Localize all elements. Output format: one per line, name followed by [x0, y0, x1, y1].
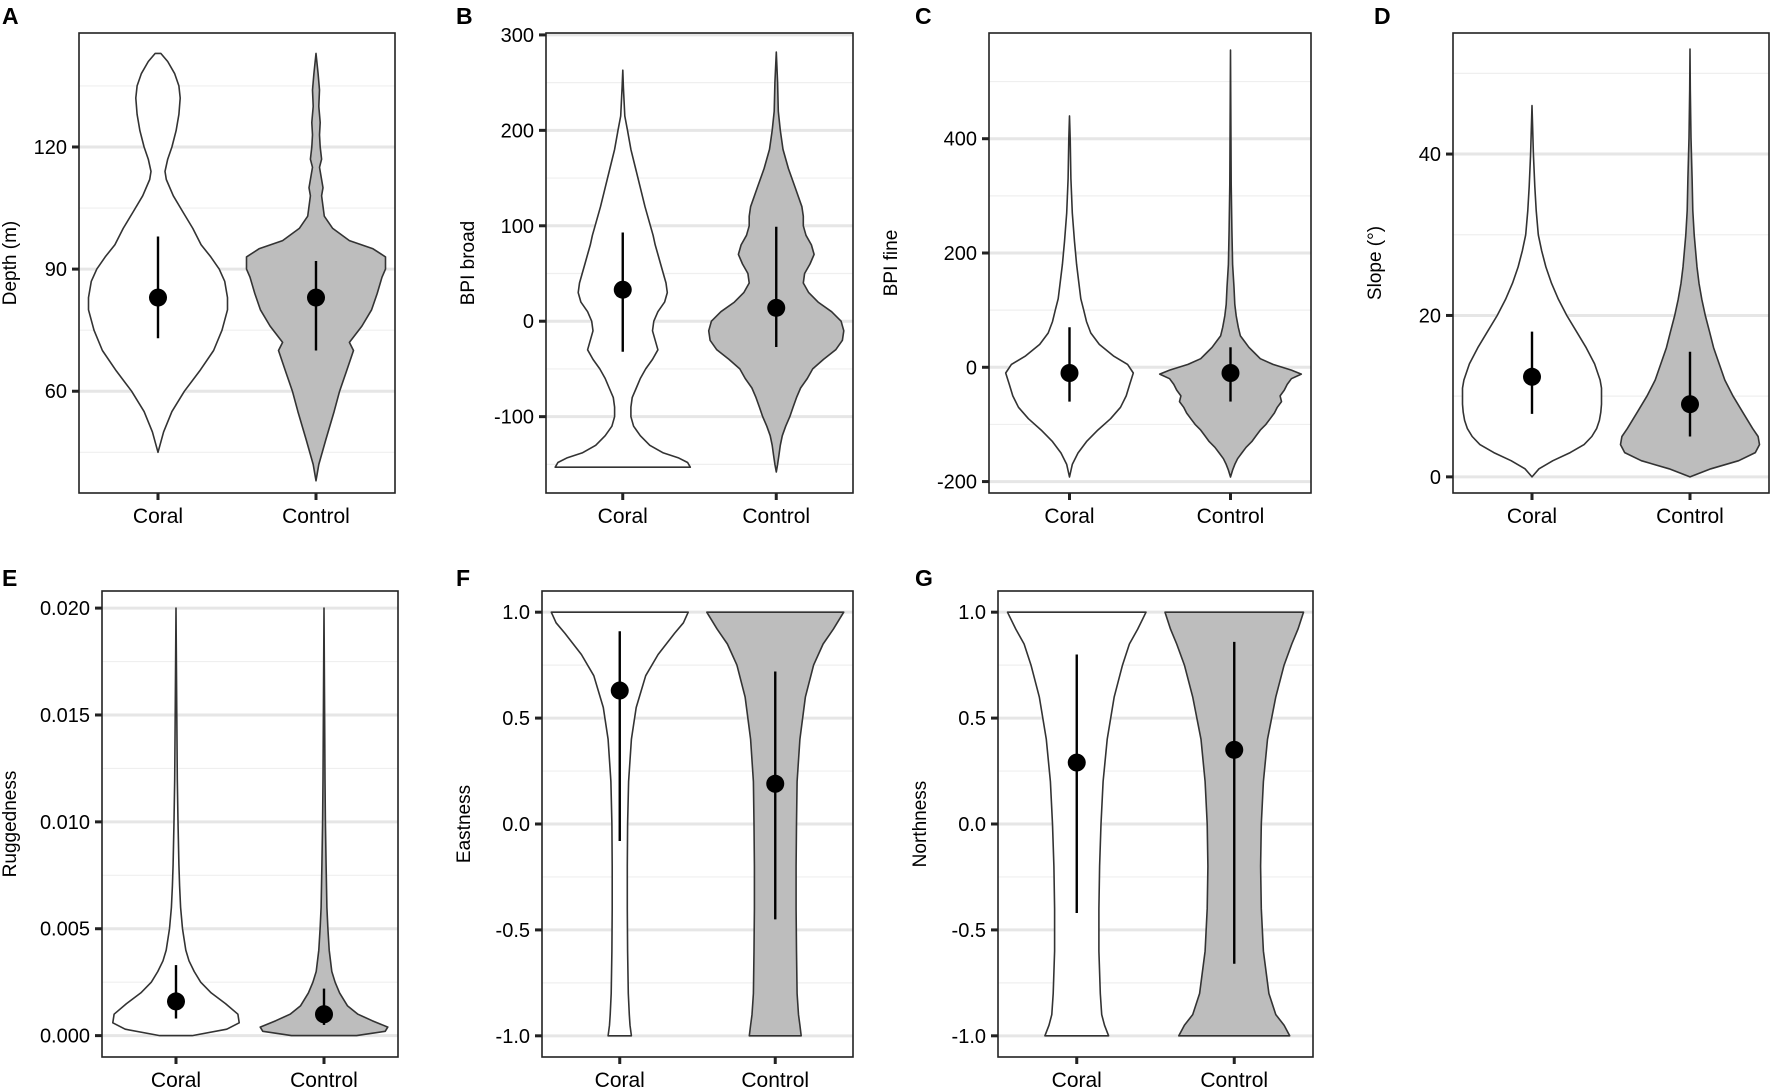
panel-c-mean-point-coral	[1060, 364, 1079, 382]
panel-c-y-tick-label: -200	[937, 472, 977, 494]
panel-e-y-axis-title: Ruggedness	[0, 771, 21, 878]
panel-c-violin-coral	[1004, 115, 1135, 478]
panel-f-y-tick-label: -0.5	[496, 920, 530, 942]
panel-c-y-tick-label: 200	[944, 243, 977, 265]
panel-a-letter: A	[2, 3, 19, 29]
panel-d-y-tick-label: 20	[1419, 305, 1441, 327]
panel-b-letter: B	[456, 3, 473, 29]
panel-a-frame	[78, 32, 396, 494]
panel-g-y-tick-label: 0.0	[958, 814, 986, 836]
panel-f-letter: F	[456, 565, 470, 591]
panel-b-y-tick-label: 200	[501, 120, 534, 142]
panel-g-y-tick-label: 1.0	[958, 602, 986, 624]
panel-g-y-tick-label: -0.5	[952, 920, 986, 942]
panel-a-y-axis-title: Depth (m)	[0, 221, 21, 305]
panel-b-frame	[545, 32, 854, 494]
panel-b-y-tick-label: 300	[501, 25, 534, 47]
panel-d-y-tick-label: 0	[1430, 467, 1441, 489]
panel-g-y-tick-label: 0.5	[958, 708, 986, 730]
panel-b-y-axis-title: BPI broad	[458, 221, 479, 306]
panel-b-x-category-label: Control	[742, 505, 810, 528]
panel-g-x-category-label: Coral	[1052, 1069, 1102, 1091]
panel-e-y-tick-label: 0.015	[40, 705, 90, 727]
panel-f-y-tick-label: 0.0	[502, 814, 530, 836]
panel-b-mean-point-control	[767, 298, 786, 317]
panel-a-x-category-label: Control	[282, 505, 350, 528]
panel-a-mean-point-coral	[149, 288, 167, 307]
panel-g-mean-point-control	[1225, 740, 1244, 759]
panel-e-violin-control	[259, 607, 389, 1037]
panel-b-mean-point-coral	[613, 280, 632, 299]
panel-f-y-tick-label: 0.5	[502, 708, 530, 730]
panel-c-frame	[988, 32, 1312, 494]
panel-d-x-category-label: Control	[1656, 505, 1724, 528]
panel-e-letter: E	[2, 565, 17, 591]
panel-d-mean-point-control	[1681, 395, 1699, 414]
panel-c-mean-point-control	[1221, 364, 1240, 382]
panel-e-mean-point-control	[315, 1005, 333, 1024]
panel-b-x-category-label: Coral	[598, 505, 648, 528]
panel-d-y-axis-title: Slope (°)	[1365, 226, 1386, 300]
panel-f-y-tick-label: 1.0	[502, 602, 530, 624]
panel-d-frame	[1452, 32, 1770, 494]
panel-g-mean-point-coral	[1067, 753, 1086, 772]
panel-c-x-category-label: Control	[1197, 505, 1265, 528]
panel-e-frame	[101, 590, 399, 1058]
panel-a-y-tick-label: 90	[45, 259, 67, 281]
panel-a-y-tick-label: 120	[34, 137, 67, 159]
panel-f-y-tick-label: -1.0	[496, 1026, 530, 1048]
panel-e-y-tick-label: 0.010	[40, 812, 90, 834]
panel-f-mean-point-control	[766, 774, 785, 793]
panel-e-violin-coral	[112, 607, 240, 1037]
panel-e-y-tick-label: 0.020	[40, 598, 90, 620]
panel-d-violin-control	[1619, 48, 1761, 478]
panel-a-mean-point-control	[307, 288, 325, 307]
panel-d-x-category-label: Coral	[1507, 505, 1557, 528]
panel-e-y-tick-label: 0.005	[40, 919, 90, 941]
panel-c-x-category-label: Coral	[1044, 505, 1094, 528]
panel-e-y-tick-label: 0.000	[40, 1026, 90, 1048]
panel-e-mean-point-coral	[167, 992, 185, 1011]
panel-d-mean-point-coral	[1523, 367, 1541, 386]
panel-c-y-axis-title: BPI fine	[881, 230, 902, 297]
panel-e-x-category-label: Coral	[151, 1069, 201, 1091]
panel-g-y-tick-label: -1.0	[952, 1026, 986, 1048]
panel-a-x-category-label: Coral	[133, 505, 183, 528]
panel-d-letter: D	[1374, 3, 1391, 29]
panel-d-violin-coral	[1461, 104, 1603, 478]
panel-f-y-axis-title: Eastness	[454, 785, 475, 863]
panel-f-x-category-label: Coral	[595, 1069, 645, 1091]
panel-c-violin-control	[1158, 49, 1303, 478]
panel-g-x-category-label: Control	[1200, 1069, 1268, 1091]
panel-b-y-tick-label: 100	[501, 216, 534, 238]
panel-e-x-category-label: Control	[290, 1069, 358, 1091]
panel-c-y-tick-label: 0	[966, 357, 977, 379]
panel-f-x-category-label: Control	[741, 1069, 809, 1091]
panel-d-y-tick-label: 40	[1419, 144, 1441, 166]
panel-a-y-tick-label: 60	[45, 381, 67, 403]
panel-b-y-tick-label: -100	[494, 407, 534, 429]
panel-c-y-tick-label: 400	[944, 129, 977, 151]
panel-g-y-axis-title: Northness	[910, 781, 931, 868]
panel-c-letter: C	[915, 3, 932, 29]
panel-b-y-tick-label: 0	[523, 311, 534, 333]
panel-f-mean-point-coral	[610, 681, 629, 700]
panel-g-letter: G	[915, 565, 933, 591]
